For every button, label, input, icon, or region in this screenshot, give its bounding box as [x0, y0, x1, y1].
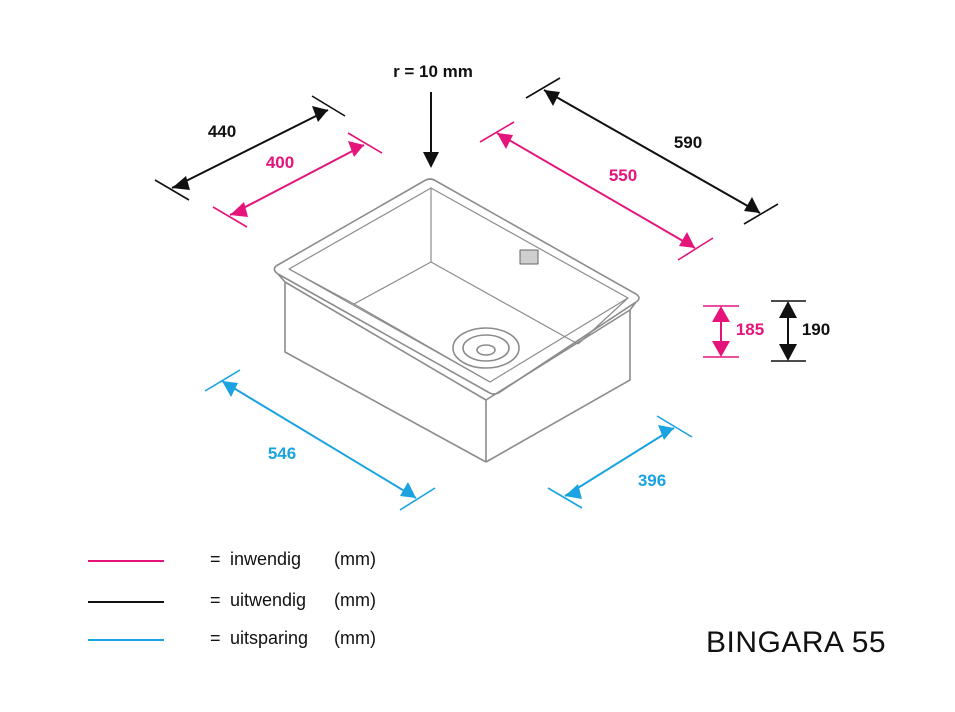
legend-item-inner: = inwendig (mm) [88, 549, 408, 573]
legend-label-inner: inwendig [230, 549, 302, 569]
cutout-width-dimension [204, 369, 436, 511]
cutout-width-label: 546 [268, 444, 296, 463]
inner-height-label: 185 [736, 320, 764, 339]
legend-unit: (mm) [334, 590, 376, 610]
inner-width-label: 550 [609, 166, 637, 185]
model-name: BINGARA 55 [706, 626, 887, 659]
inner-height-dimension [703, 305, 739, 358]
sink-basin-floor-front [353, 303, 491, 383]
legend-unit: (mm) [334, 628, 376, 648]
radius-arrowhead [423, 152, 439, 168]
drain-center [476, 344, 496, 356]
outer-height-label: 190 [802, 320, 830, 339]
legend-unit: (mm) [334, 549, 376, 569]
inner-depth-dimension [212, 132, 383, 228]
legend-label-cutout: uitsparing [230, 628, 309, 648]
legend-label-outer: uitwendig [230, 590, 307, 610]
cutout-depth-dimension [547, 415, 693, 509]
sink-illustration [273, 178, 640, 463]
legend-item-cutout: = uitsparing (mm) [88, 628, 408, 652]
legend-equals: = [210, 590, 221, 610]
sink-front-right-face [485, 301, 637, 463]
legend-swatch-cutout [88, 639, 164, 641]
outer-width-dimension [525, 77, 779, 225]
outer-depth-dimension [154, 95, 346, 201]
legend-equals: = [210, 549, 221, 569]
inner-width-dimension [479, 121, 714, 261]
overflow-icon [519, 249, 539, 265]
outer-width-label: 590 [674, 133, 702, 152]
drain-outer [452, 327, 520, 369]
sink-rim-outer [273, 178, 640, 395]
radius-label: r = 10 mm [393, 62, 473, 81]
legend-item-outer: = uitwendig (mm) [88, 590, 408, 614]
outer-height-dimension [771, 300, 806, 362]
legend-swatch-outer [88, 601, 164, 603]
inner-depth-label: 400 [266, 153, 294, 172]
sink-basin-back [288, 188, 432, 305]
sink-rim-inner [288, 187, 629, 383]
outer-depth-label: 440 [208, 122, 236, 141]
sink-basin-floor-right [577, 297, 629, 345]
radius-callout: r = 10 mm [393, 62, 473, 168]
legend-swatch-inner [88, 560, 164, 562]
sink-basin-back-right [430, 261, 579, 345]
sink-front-left-face [277, 273, 487, 463]
legend-equals: = [210, 628, 221, 648]
drain-inner [462, 334, 510, 362]
cutout-depth-label: 396 [638, 471, 666, 490]
